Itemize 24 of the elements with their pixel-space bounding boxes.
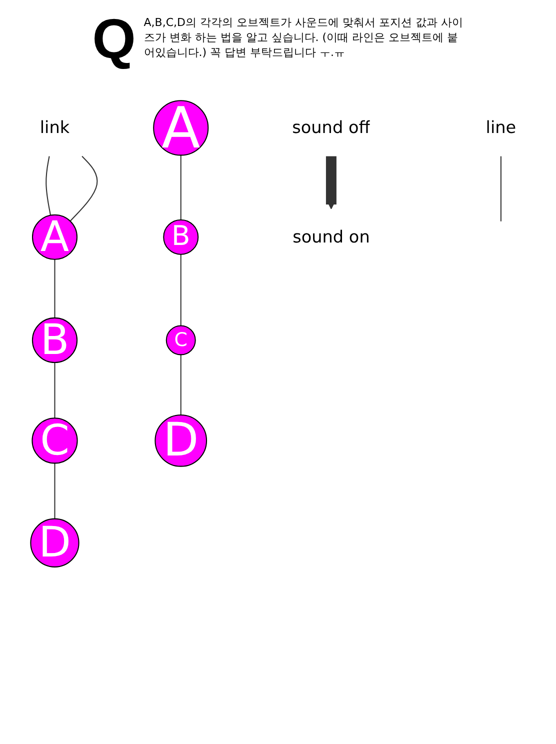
node-text: link <box>40 117 70 138</box>
node-circle: D <box>30 518 80 568</box>
connector <box>180 254 182 326</box>
arrow <box>326 155 336 210</box>
node-circle: B <box>32 317 78 364</box>
connector <box>54 463 56 519</box>
node-circle: C <box>166 325 196 356</box>
node-circle: B <box>163 219 199 255</box>
question-text: A,B,C,D의 각각의 오브젝트가 사운드에 맞춰서 포지션 값과 사이즈가 변화 하는 법을 알고 싶습니다. (이때 라인은 오브젝트에 붙어있습니다.) 꼭 답변 부탁드립니다 ㅜ.ㅠ <box>144 16 464 61</box>
connector <box>180 155 182 220</box>
connector <box>54 259 56 318</box>
node-circle: D <box>154 414 208 467</box>
node-circle: A <box>32 214 78 260</box>
node-circle: A <box>153 100 209 156</box>
connector <box>46 156 52 216</box>
connector <box>54 362 56 418</box>
node-text: sound on <box>292 226 370 247</box>
connector <box>500 156 502 222</box>
node-text: line <box>486 117 516 138</box>
connector <box>180 354 182 415</box>
connector <box>70 156 98 222</box>
question-mark-letter: Q <box>92 6 136 71</box>
node-circle: C <box>32 418 78 464</box>
node-text: sound off <box>292 117 370 138</box>
